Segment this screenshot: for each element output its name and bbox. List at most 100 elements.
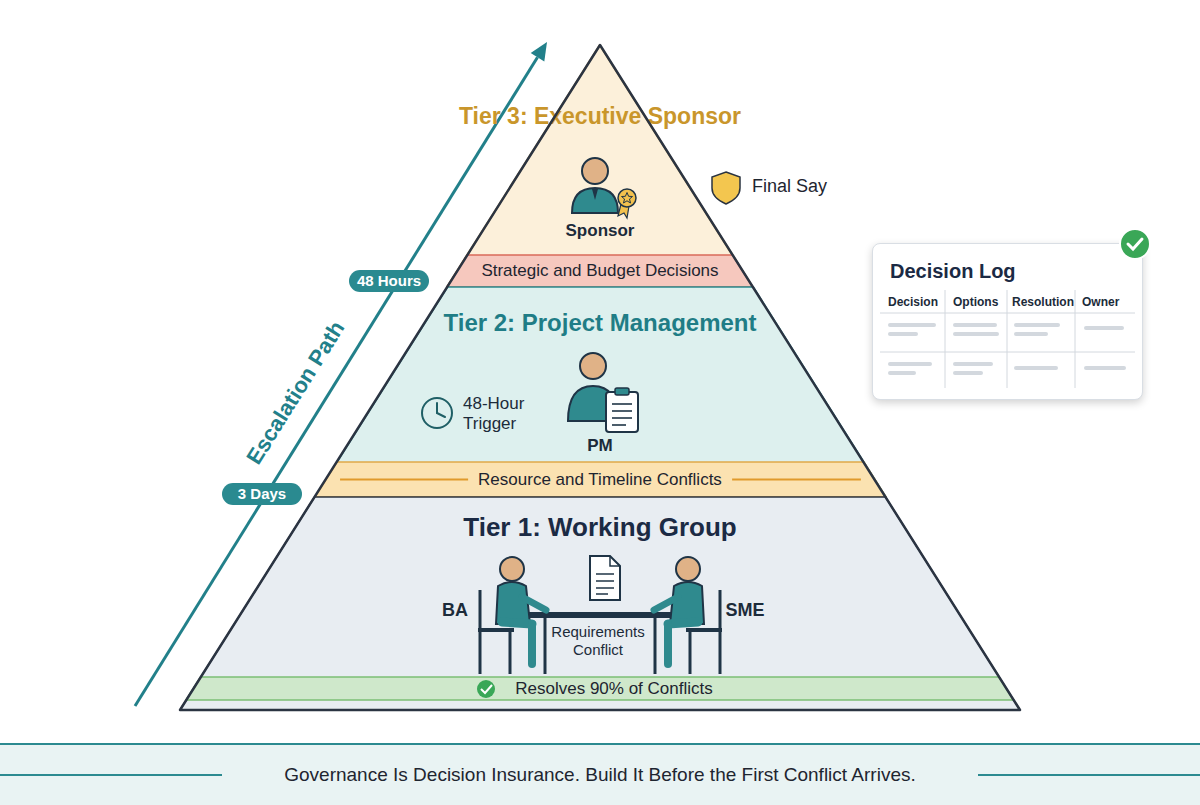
- meeting-table: [528, 612, 672, 618]
- shield-icon: [712, 172, 740, 204]
- document-icon: [596, 587, 614, 589]
- card-check: [1120, 229, 1150, 259]
- card-check: [1128, 239, 1142, 249]
- pm-icon: [612, 417, 632, 419]
- log-table: [1014, 323, 1060, 327]
- log-table: [1075, 290, 1076, 388]
- clock-icon: [422, 398, 452, 428]
- shield-icon: [712, 172, 740, 204]
- document-icon: [610, 556, 620, 566]
- log-table: [888, 371, 916, 375]
- log-table: [945, 290, 946, 388]
- caption-bar: [0, 744, 1200, 805]
- role-label: SME: [725, 600, 764, 622]
- pm-icon: [568, 353, 638, 432]
- sponsor-icon: [622, 193, 633, 204]
- clock-icon: [436, 403, 438, 413]
- log-table: [1014, 332, 1048, 336]
- document-icon: [590, 556, 620, 600]
- log-table: [953, 332, 999, 336]
- time-pill: 48 Hours: [349, 270, 429, 292]
- tier-region-fill: [315, 287, 886, 497]
- table-header: Options: [953, 295, 998, 309]
- pill-text: 3 Days: [238, 485, 286, 503]
- caption-text: Governance Is Decision Insurance. Build …: [284, 764, 916, 787]
- meeting-table: [528, 612, 672, 674]
- log-table: [953, 323, 997, 327]
- band-text: Resolves 90% of Conflicts: [515, 679, 712, 699]
- band-strip-fill: [447, 255, 753, 287]
- caption-bar: [978, 774, 1200, 776]
- role-label: Sponsor: [566, 221, 635, 241]
- meeting-table: [654, 618, 657, 674]
- caption-bar: [0, 744, 1200, 805]
- sponsor-icon: [572, 188, 618, 213]
- seated-person: [528, 624, 536, 664]
- band-strip-fill: [315, 462, 886, 497]
- band-text: Resource and Timeline Conflicts: [468, 469, 732, 489]
- meeting-table: [544, 618, 547, 674]
- document-icon: [596, 593, 608, 595]
- band-text: Strategic and Budget Decisions: [481, 261, 718, 281]
- escalation-arrow: [531, 42, 547, 62]
- band-strip: Strategic and Budget Decisions: [447, 255, 753, 287]
- band-strip-fill: [186, 677, 1013, 700]
- seated-person: [654, 557, 722, 674]
- log-table: [1014, 366, 1058, 370]
- pm-icon: [612, 403, 632, 405]
- pm-icon: [612, 410, 632, 412]
- log-table: [1084, 326, 1124, 330]
- log-table: [1007, 290, 1008, 388]
- log-table: [888, 332, 918, 336]
- clock-icon: [437, 413, 445, 417]
- seated-person: [502, 622, 532, 624]
- tier-heading: Tier 3: Executive Sponsor: [459, 103, 741, 131]
- pm-icon: [612, 424, 626, 426]
- pm-icon: [615, 388, 629, 395]
- log-table: [1084, 366, 1126, 370]
- pyramid-outline: [180, 45, 1020, 710]
- role-label: PM: [587, 436, 613, 456]
- sponsor-icon: [572, 158, 636, 218]
- table-header: Decision: [888, 295, 938, 309]
- table-header: Resolution: [1012, 295, 1074, 309]
- caption-bar: [0, 743, 1200, 745]
- tier-region: Tier 1: Working GroupResolves 90% of Con…: [180, 497, 1020, 710]
- seated-person: [478, 557, 546, 674]
- seated-person: [522, 597, 546, 610]
- seated-person: [509, 630, 512, 674]
- role-label: BA: [442, 600, 468, 622]
- tier-region-fill: [180, 497, 1020, 710]
- time-pill: 3 Days: [222, 483, 302, 505]
- sponsor-icon: [592, 189, 598, 200]
- tier-heading: Tier 1: Working Group: [463, 512, 737, 543]
- check-icon: [477, 680, 495, 698]
- document-icon: [590, 556, 620, 600]
- card-title: Decision Log: [890, 259, 1016, 283]
- check-icon: [481, 685, 492, 693]
- sponsor-icon: [618, 189, 636, 207]
- log-table: [953, 371, 983, 375]
- pm-icon: [606, 392, 638, 432]
- path-label: Escalation Path: [241, 317, 350, 470]
- log-table: [888, 362, 932, 366]
- check-icon: [477, 680, 495, 698]
- table-header: Owner: [1082, 295, 1119, 309]
- caption-bar: [0, 774, 222, 776]
- sponsor-icon: [582, 158, 608, 184]
- note-label: Final Say: [752, 176, 827, 198]
- clock-icon: [422, 398, 452, 428]
- tier-region-fill: [447, 45, 753, 287]
- seated-person: [500, 557, 524, 581]
- log-table: [953, 362, 993, 366]
- pyramid-outline: [180, 45, 1020, 710]
- band-strip: Resource and Timeline Conflicts: [315, 462, 886, 497]
- note-label: 48-Hour Trigger: [463, 394, 543, 435]
- card-check: [1120, 229, 1150, 259]
- log-table: [888, 323, 936, 327]
- band-strip: Resolves 90% of Conflicts: [186, 677, 1013, 700]
- pill-text: 48 Hours: [357, 272, 421, 290]
